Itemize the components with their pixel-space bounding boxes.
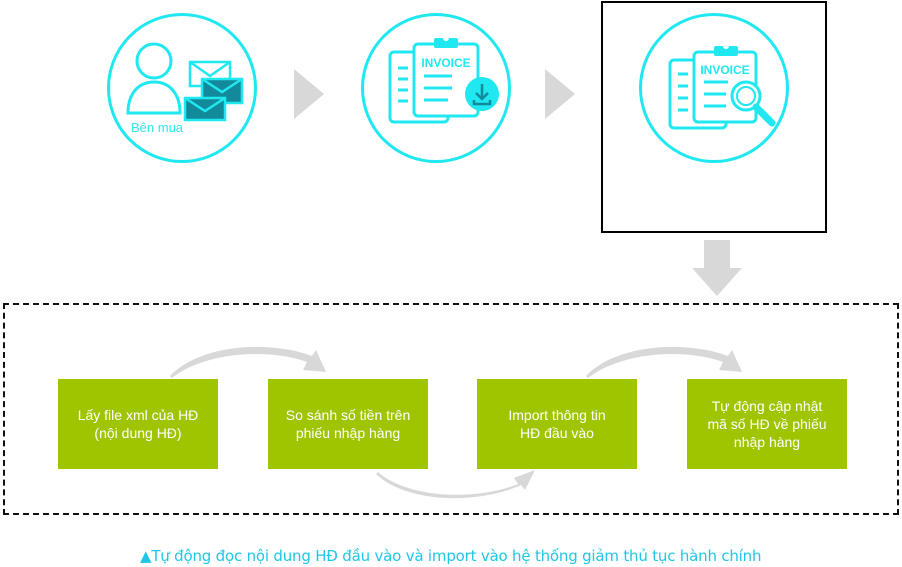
curved-arrow-icon	[170, 346, 326, 378]
step-get-xml: Lấy file xml của HĐ (nội dung HĐ)	[58, 379, 218, 469]
curved-arrow-icon	[376, 470, 535, 499]
user-with-envelopes-icon	[126, 42, 244, 122]
invoice-badge: INVOICE	[421, 56, 470, 70]
step-auto-update: Tự động cập nhật mã số HĐ về phiếu nhập …	[687, 379, 847, 469]
curved-arrow-icon	[586, 346, 742, 378]
right-arrow-icon	[545, 69, 575, 119]
invoice-search-circle: INVOICE	[639, 13, 789, 163]
invoice-badge: INVOICE	[700, 63, 749, 77]
process-container	[3, 303, 899, 515]
step-compare-amount: So sánh số tiền trên phiếu nhập hàng	[268, 379, 428, 469]
right-arrow-icon	[294, 69, 324, 119]
buyer-circle: Bên mua	[107, 13, 257, 163]
buyer-label: Bên mua	[131, 120, 184, 135]
invoice-download-icon: INVOICE	[388, 35, 499, 124]
magnifier-icon	[730, 80, 776, 127]
invoice-download-circle: INVOICE	[361, 13, 511, 163]
highlight-frame	[601, 1, 827, 233]
invoice-search-icon: INVOICE	[668, 43, 776, 130]
caption: ▲Tự động đọc nội dung HĐ đầu vào và impo…	[140, 547, 762, 565]
step-import-info: Import thông tin HĐ đầu vào	[477, 379, 637, 469]
download-icon	[472, 84, 492, 106]
down-arrow-icon	[692, 240, 742, 296]
envelope-icon	[183, 96, 227, 122]
